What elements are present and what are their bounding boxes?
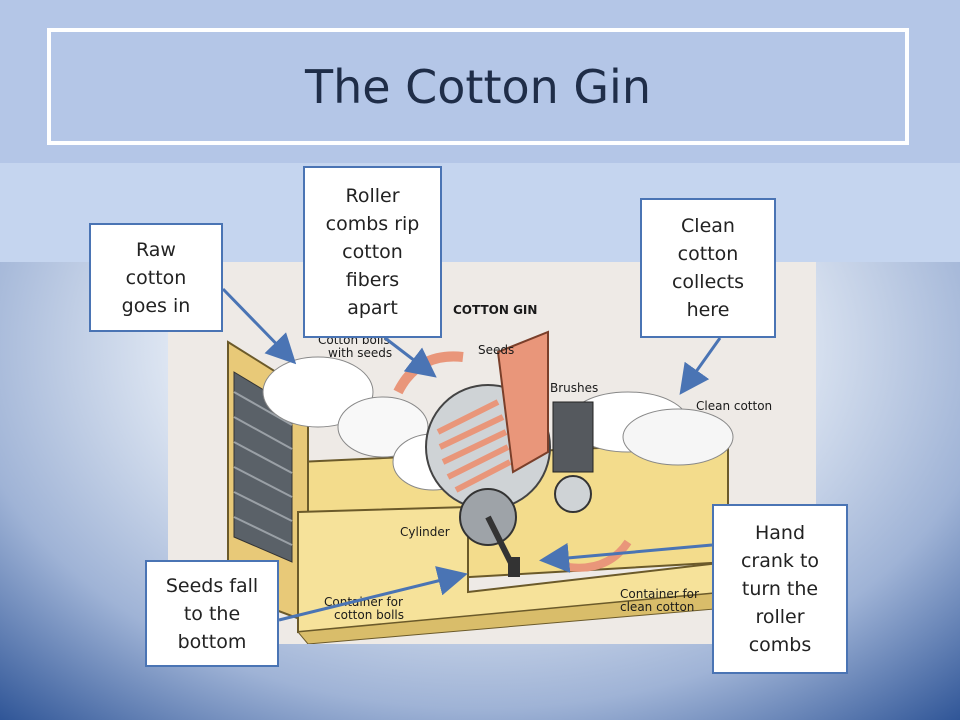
label-clean-cotton: Clean cotton	[696, 399, 772, 413]
label-container-clean: Container for	[620, 587, 699, 601]
callout-hand-crank: Hand crank to turn the roller combs	[712, 504, 848, 674]
label-container-bolls: Container for	[324, 595, 403, 609]
label-bolls-2: with seeds	[328, 346, 392, 360]
callout-roller-combs: Roller combs rip cotton fibers apart	[303, 166, 442, 338]
label-brushes: Brushes	[550, 381, 598, 395]
seed-plate	[496, 330, 549, 474]
label-cylinder: Cylinder	[400, 525, 450, 539]
rotation-arrow	[393, 351, 464, 395]
label-container-bolls-2: cotton bolls	[334, 608, 404, 622]
title-frame: The Cotton Gin	[47, 28, 909, 145]
comb-teeth	[436, 399, 512, 493]
figure-heading: COTTON GIN	[453, 303, 537, 317]
callout-seeds: Seeds fall to the bottom	[145, 560, 279, 667]
callout-clean-cotton: Clean cotton collects here	[640, 198, 776, 338]
label-container-clean-2: clean cotton	[620, 600, 694, 614]
raw-cotton	[262, 356, 374, 428]
label-seeds: Seeds	[478, 343, 514, 357]
callout-raw-cotton: Raw cotton goes in	[89, 223, 223, 332]
title-band	[0, 0, 960, 163]
slide-title: The Cotton Gin	[304, 59, 651, 114]
brushes	[552, 401, 594, 473]
